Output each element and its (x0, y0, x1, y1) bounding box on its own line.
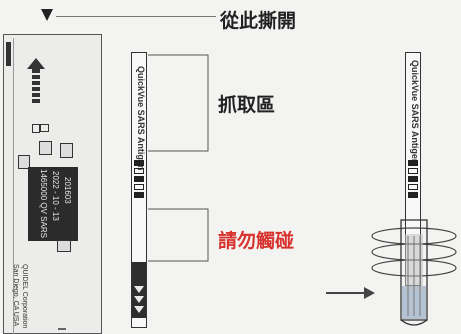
pouch-inner-panel (13, 38, 84, 334)
pouch-bottom-mark (58, 320, 66, 330)
pouch-ivd-tag (57, 240, 71, 252)
strip-marker-pattern (134, 160, 144, 200)
pouch-ref-tag (18, 155, 30, 169)
test-strip (131, 52, 147, 328)
pouch-up-arrow-icon (27, 58, 45, 103)
extraction-tube (371, 219, 457, 326)
ref-value: 1465000 QV SARS (39, 169, 48, 238)
tear-here-label: 從此撕開 (220, 10, 297, 32)
pouch-data-box: 201603 2022 - 10 - 13 1465000 QV SARS (28, 167, 78, 241)
do-not-touch-label: 請勿觸碰 (218, 230, 295, 252)
lot-value: 201603 (63, 177, 72, 204)
strip-side-text: QuickVue SARS Antigen (136, 66, 146, 171)
manufacturer-line-2: San Diego, CA USA (12, 264, 19, 327)
grip-area-label: 抓取區 (218, 94, 276, 116)
pouch-symbol-box (40, 124, 49, 132)
tear-notch-arrow-icon (41, 9, 53, 21)
inserted-strip-side-text: QuickVue SARS Antigen (410, 60, 420, 165)
manufacturer-line-1: QUIDEL Corporation (21, 264, 28, 329)
tear-here-leader-line (56, 16, 216, 17)
pouch-exp-tag (39, 141, 52, 155)
pouch-tear-notch (6, 42, 11, 66)
pouch-lot-tag (60, 143, 73, 158)
pouch-symbol-box (32, 124, 40, 133)
inserted-strip-marker-pattern (408, 160, 418, 200)
strip-down-arrows-icon (134, 286, 144, 313)
no-touch-bracket (148, 208, 209, 262)
grip-area-bracket (148, 54, 209, 152)
insert-arrow-icon (326, 287, 375, 299)
exp-value: 2022 - 10 - 13 (51, 171, 60, 221)
